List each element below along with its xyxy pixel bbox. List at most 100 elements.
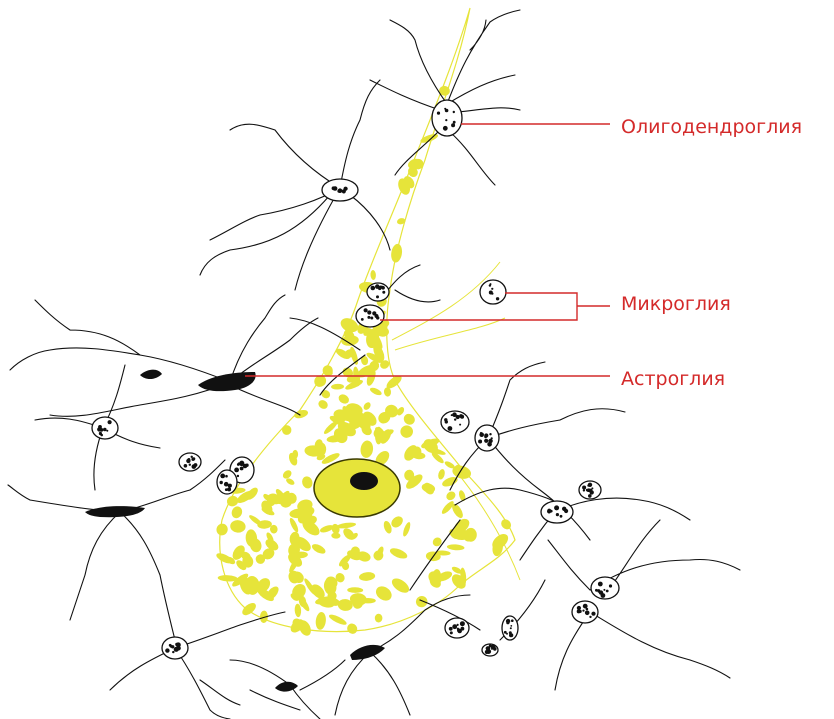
chromatin-dot (379, 286, 382, 289)
chromatin-dot (452, 624, 457, 629)
label-oligodendroglia: Олигодендроглия (621, 116, 802, 138)
glial-cell (572, 601, 598, 623)
chromatin-dot (106, 430, 108, 432)
glial-cell (480, 280, 506, 304)
chromatin-dot (606, 590, 609, 593)
chromatin-dot (595, 589, 598, 592)
glial-cell-body (541, 501, 573, 523)
glial-cell (432, 100, 462, 136)
nissl-body (331, 532, 340, 538)
chromatin-dot (194, 463, 198, 467)
glial-cell (475, 425, 499, 451)
nissl-body (389, 576, 411, 596)
nissl-body (414, 594, 429, 609)
glial-cell-body (432, 100, 462, 136)
astrocyte-body (140, 370, 162, 379)
nissl-body (402, 521, 412, 537)
chromatin-dot (235, 469, 238, 472)
nissl-body (345, 621, 359, 635)
nissl-body (445, 490, 457, 502)
chromatin-dot (228, 484, 232, 488)
glial-cell (322, 179, 358, 201)
chromatin-dot (562, 507, 566, 511)
chromatin-dot (547, 509, 551, 513)
chromatin-dot (585, 611, 590, 616)
nissl-body (317, 398, 330, 410)
chromatin-dot (491, 288, 493, 290)
chromatin-dot (454, 418, 456, 420)
nucleolus (350, 472, 378, 490)
nissl-body (396, 217, 406, 225)
chromatin-dot (375, 314, 379, 318)
glial-cell (367, 283, 389, 301)
nissl-body (369, 386, 383, 396)
nissl-body (437, 468, 446, 480)
chromatin-dot (448, 426, 453, 431)
chromatin-dot (237, 475, 239, 477)
chromatin-dot (460, 415, 464, 419)
glial-cell (591, 577, 619, 599)
glial-cell-body (480, 280, 506, 304)
nissl-body (282, 425, 292, 435)
nissl-body (447, 544, 465, 551)
chromatin-dot (332, 186, 336, 190)
glial-cell (441, 411, 469, 433)
chromatin-dot (457, 629, 461, 633)
chromatin-dot (364, 308, 368, 312)
chromatin-dot (361, 318, 364, 321)
astrocyte-body (198, 372, 256, 391)
nissl-body (319, 524, 334, 534)
chromatin-dot (586, 489, 588, 491)
chromatin-dot (488, 439, 492, 443)
chromatin-dot (108, 420, 112, 424)
nissl-body (359, 571, 376, 581)
chromatin-dot (367, 316, 370, 319)
nissl-body (375, 614, 383, 623)
chromatin-dot (98, 425, 102, 429)
nissl-body (215, 522, 229, 537)
glial-cell (92, 417, 118, 439)
glial-cell-body (356, 305, 384, 327)
nissl-body (359, 440, 374, 459)
chromatin-dot (453, 111, 455, 113)
chromatin-dot (582, 610, 584, 612)
chromatin-dot (460, 621, 465, 626)
chromatin-dot (510, 627, 512, 629)
nissl-body (431, 536, 443, 548)
nissl-body (320, 389, 332, 400)
chromatin-dot (589, 616, 591, 618)
chromatin-dot (588, 494, 592, 498)
leader-lines (245, 124, 610, 376)
nissl-body (382, 520, 393, 535)
chromatin-dot (370, 317, 373, 320)
chromatin-dot (192, 457, 195, 460)
glial-cell (356, 305, 384, 327)
nissl-body (362, 401, 372, 411)
nissl-body (281, 469, 293, 481)
nissl-bodies (215, 85, 513, 637)
nissl-body (389, 514, 405, 530)
chromatin-dot (582, 486, 586, 490)
chromatin-dot (489, 284, 491, 286)
chromatin-dot (554, 505, 559, 510)
glial-cell (179, 453, 201, 471)
glial-cell (502, 616, 518, 640)
nissl-body (230, 505, 244, 520)
chromatin-dot (583, 604, 588, 609)
chromatin-dot (478, 440, 482, 444)
glial-cell (579, 481, 601, 499)
chromatin-dot (103, 428, 107, 432)
nissl-body (458, 489, 467, 501)
nissl-body (398, 423, 414, 439)
chromatin-dot (591, 612, 595, 616)
glial-cell-body (445, 618, 469, 638)
chromatin-dot (504, 631, 507, 634)
chromatin-dot (445, 420, 448, 423)
chromatin-dot (506, 619, 510, 623)
nissl-body (402, 412, 417, 427)
chromatin-dot (437, 112, 440, 115)
nissl-body (337, 392, 351, 405)
chromatin-dot (189, 464, 191, 466)
chromatin-dot (509, 633, 513, 637)
